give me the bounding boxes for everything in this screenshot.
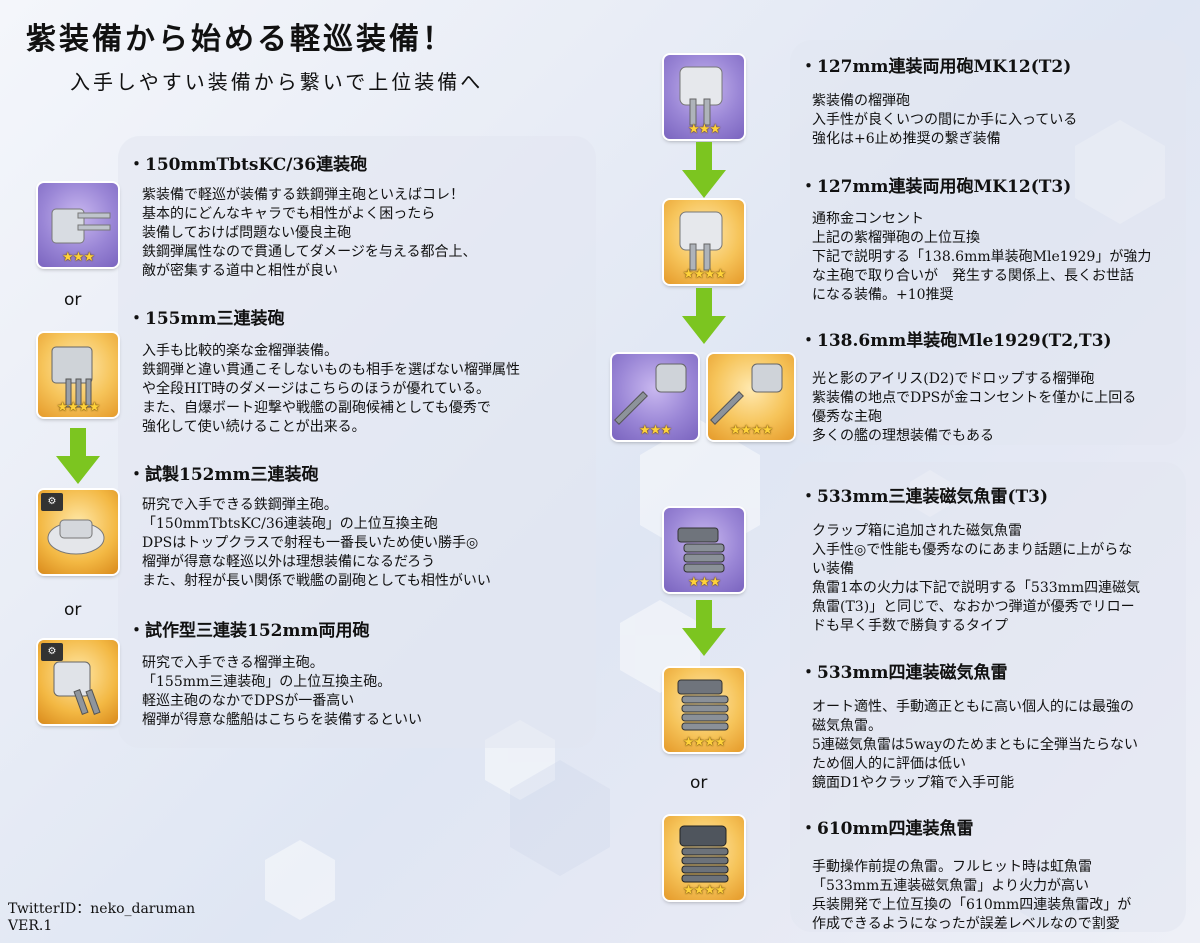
gun-127mm-t2-icon: ★★★ xyxy=(664,55,744,139)
gun-155mm-icon: ★★★★ xyxy=(38,333,118,417)
research-ribbon-icon-2: ⚙ xyxy=(41,643,63,661)
item-desc-150mm: 紫装備で軽巡が装備する鉄鋼弾主砲といえばコレ！基本的にどんなキャラでも相性がよく… xyxy=(142,187,477,279)
gun-138mm-t3-icon: ★★★★ xyxy=(708,354,794,440)
item-desc-test-152mm: 研究で入手できる鉄鋼弾主砲。「150mmTbtsKC/36連装砲」の上位互換主砲… xyxy=(142,497,491,589)
item-head-127mm-t2: ・127mm連装両用砲MK12(T2) xyxy=(800,57,1072,77)
arrow-down-icon-3 xyxy=(682,288,726,344)
item-desc-155mm: 入手も比較的楽な金榴弾装備。鉄鋼弾と違い貫通こそしないものも相手を選ばない榴弾属… xyxy=(142,343,520,435)
item-head-150mm: ・150mmTbtsKC/36連装砲 xyxy=(128,155,368,175)
gun-test-152mm-icon: ⚙ xyxy=(38,490,118,574)
arrow-down-icon-4 xyxy=(682,600,726,656)
arrow-down-icon xyxy=(56,428,100,484)
gun-138mm-t2-icon: ★★★ xyxy=(612,354,698,440)
gun-152mm-dp-icon: ⚙ xyxy=(38,640,118,724)
item-head-533-3: ・533mm三連装磁気魚雷(T3) xyxy=(800,487,1049,507)
torpedo-533-4-icon: ★★★★ xyxy=(664,668,744,752)
item-desc-610: 手動操作前提の魚雷。フルヒット時は虹魚雷「533mm五連装磁気魚雷」より火力が高… xyxy=(812,859,1132,932)
arrow-down-icon-2 xyxy=(682,142,726,198)
item-head-152mm-dp: ・試作型三連装152mm両用砲 xyxy=(128,621,370,641)
item-desc-138mm: 光と影のアイリス(D2)でドロップする榴弾砲紫装備の地点でDPSが金コンセントを… xyxy=(812,371,1137,444)
twitter-id: TwitterID：neko_daruman xyxy=(8,901,196,917)
torpedo-610-icon: ★★★★ xyxy=(664,816,744,900)
item-head-138mm: ・138.6mm単装砲Mle1929(T2,T3) xyxy=(800,331,1112,351)
item-head-test-152mm: ・試製152mm三連装砲 xyxy=(128,465,319,485)
item-head-610: ・610mm四連装魚雷 xyxy=(800,819,974,839)
left-panel xyxy=(118,136,596,748)
page-title: 紫装備から始める軽巡装備！ xyxy=(26,22,455,57)
item-desc-533-3: クラップ箱に追加された磁気魚雷入手性◎で性能も優秀なのにあまり話題に上がらない装… xyxy=(812,523,1141,634)
item-head-533-4: ・533mm四連装磁気魚雷 xyxy=(800,663,1008,683)
item-head-155mm: ・155mm三連装砲 xyxy=(128,309,285,329)
or-label-3: or xyxy=(690,773,708,793)
or-label-1: or xyxy=(64,290,82,310)
or-label-2: or xyxy=(64,600,82,620)
torpedo-533-3-icon: ★★★ xyxy=(664,508,744,592)
item-desc-152mm-dp: 研究で入手できる榴弾主砲。「155mm三連装砲」の上位互換主砲。軽巡主砲のなかで… xyxy=(142,655,422,728)
item-desc-533-4: オート適性、手動適正ともに高い個人的には最強の磁気魚雷。5連磁気魚雷は5wayの… xyxy=(812,699,1139,791)
version-label: VER.1 xyxy=(8,918,53,934)
research-ribbon-icon: ⚙ xyxy=(41,493,63,511)
right-top-panel xyxy=(790,40,1186,445)
page-subtitle: 入手しやすい装備から繋いで上位装備へ xyxy=(70,70,484,94)
item-desc-127mm-t2: 紫装備の榴弾砲入手性が良くいつの間にか手に入っている強化は+6止め推奨の繋ぎ装備 xyxy=(812,93,1078,147)
item-head-127mm-t3: ・127mm連装両用砲MK12(T3) xyxy=(800,177,1072,197)
right-bottom-panel xyxy=(790,462,1186,932)
gun-150mm-icon: ★★★ xyxy=(38,183,118,267)
item-desc-127mm-t3: 通称金コンセント上記の紫榴弾砲の上位互換下記で説明する「138.6mm単装砲Ml… xyxy=(812,211,1152,303)
gun-127mm-t3-icon: ★★★★ xyxy=(664,200,744,284)
